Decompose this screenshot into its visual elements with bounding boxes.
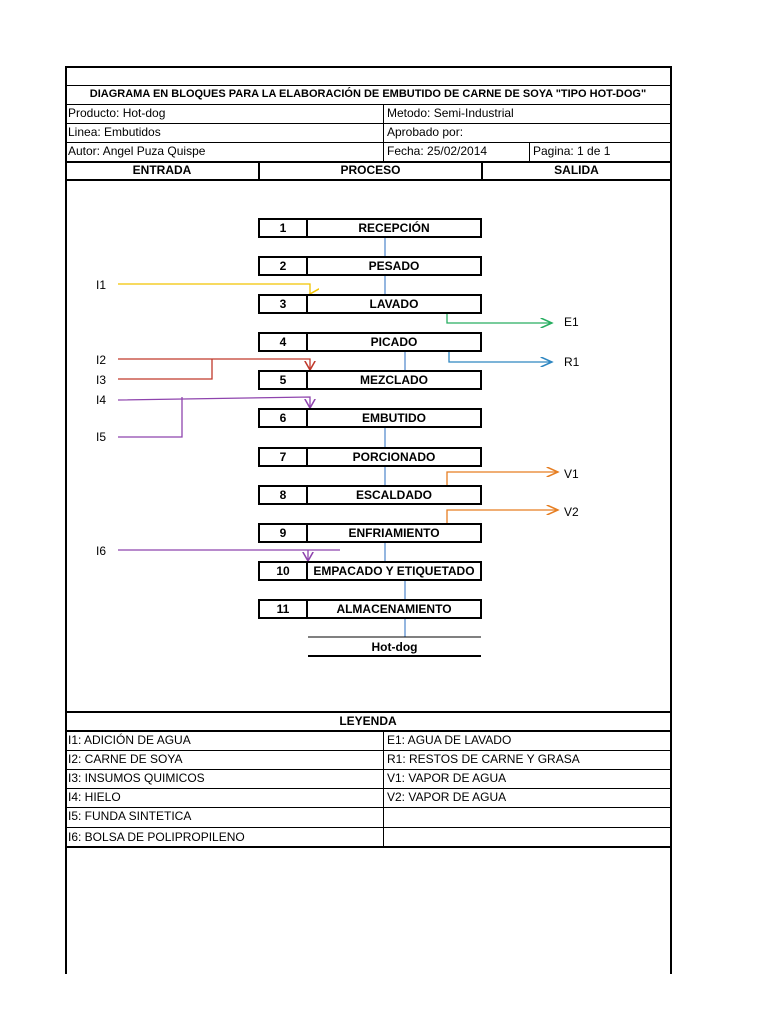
aprobado-field: Aprobado por: (387, 125, 464, 139)
e1-connector (446, 313, 552, 323)
step-7-name: PORCIONADO (306, 447, 482, 467)
input-i4-label: I4 (96, 393, 107, 407)
linea-field: Linea: Embutidos (68, 125, 161, 139)
step-2-number: 2 (258, 256, 308, 276)
frame-top (65, 66, 672, 68)
legend-v1: V1: VAPOR DE AGUA (387, 771, 507, 785)
step-10-number: 10 (258, 561, 308, 581)
pagina-field: Pagina: 1 de 1 (533, 144, 611, 158)
legend-i1: I1: ADICIÓN DE AGUA (68, 733, 191, 747)
input-i5-label: I5 (96, 430, 107, 444)
frame-right (670, 66, 672, 974)
step-1-number: 1 (258, 218, 308, 238)
step-3-name: LAVADO (306, 294, 482, 314)
fecha-field: Fecha: 25/02/2014 (387, 144, 488, 158)
output-v1-label: V1 (564, 467, 579, 481)
step-2-name: PESADO (306, 256, 482, 276)
legend-e1: E1: AGUA DE LAVADO (387, 733, 512, 747)
input-i2-label: I2 (96, 353, 107, 367)
step-10-name: EMPACADO Y ETIQUETADO (306, 561, 482, 581)
i6-connector (118, 549, 340, 561)
document-title: DIAGRAMA EN BLOQUES PARA LA ELABORACIÓN … (89, 88, 647, 100)
step-11-name: ALMACENAMIENTO (306, 599, 482, 619)
step-1-name: RECEPCIÓN (306, 218, 482, 238)
main-flow-line (384, 237, 406, 637)
i1-connector (118, 283, 310, 294)
output-r1-label: R1 (564, 355, 580, 369)
v1-connector (446, 472, 558, 485)
output-v2-label: V2 (564, 505, 579, 519)
step-6-name: EMBUTIDO (306, 408, 482, 428)
col-salida: SALIDA (554, 163, 599, 177)
autor-field: Autor: Angel Puza Quispe (68, 144, 206, 158)
legend-i6: I6: BOLSA DE POLIPROPILENO (68, 830, 245, 844)
step-3-number: 3 (258, 294, 308, 314)
i4-connector (117, 396, 310, 408)
input-i3-label: I3 (96, 373, 107, 387)
legend-title: LEYENDA (339, 714, 397, 728)
legend-i4: I4: HIELO (68, 790, 121, 804)
step-5-number: 5 (258, 370, 308, 390)
output-e1-label: E1 (564, 315, 579, 329)
step-5-name: MEZCLADO (306, 370, 482, 390)
i3-connector (118, 359, 213, 380)
step-8-number: 8 (258, 485, 308, 505)
step-11-number: 11 (258, 599, 308, 619)
v2-connector (446, 510, 558, 523)
input-i1-label: I1 (96, 278, 107, 292)
step-7-number: 7 (258, 447, 308, 467)
step-9-number: 9 (258, 523, 308, 543)
col-proceso: PROCESO (340, 163, 401, 177)
step-4-number: 4 (258, 332, 308, 352)
frame-left (65, 66, 67, 974)
legend-v2: V2: VAPOR DE AGUA (387, 790, 507, 804)
legend-i5: I5: FUNDA SINTETICA (68, 809, 192, 823)
step-8-name: ESCALDADO (306, 485, 482, 505)
step-9-name: ENFRIAMIENTO (306, 523, 482, 543)
legend-r1: R1: RESTOS DE CARNE Y GRASA (387, 752, 580, 766)
step-4-name: PICADO (306, 332, 482, 352)
metodo-field: Metodo: Semi-Industrial (387, 106, 514, 120)
r1-connector (448, 352, 552, 362)
i2-connector (118, 358, 310, 370)
legend-i3: I3: INSUMOS QUIMICOS (68, 771, 205, 785)
i5-connector (118, 397, 183, 438)
input-i6-label: I6 (96, 544, 107, 558)
step-6-number: 6 (258, 408, 308, 428)
producto-field: Producto: Hot-dog (68, 106, 166, 120)
product-out-label: Hot-dog (371, 640, 418, 654)
legend-i2: I2: CARNE DE SOYA (68, 752, 183, 766)
col-entrada: ENTRADA (132, 163, 192, 177)
